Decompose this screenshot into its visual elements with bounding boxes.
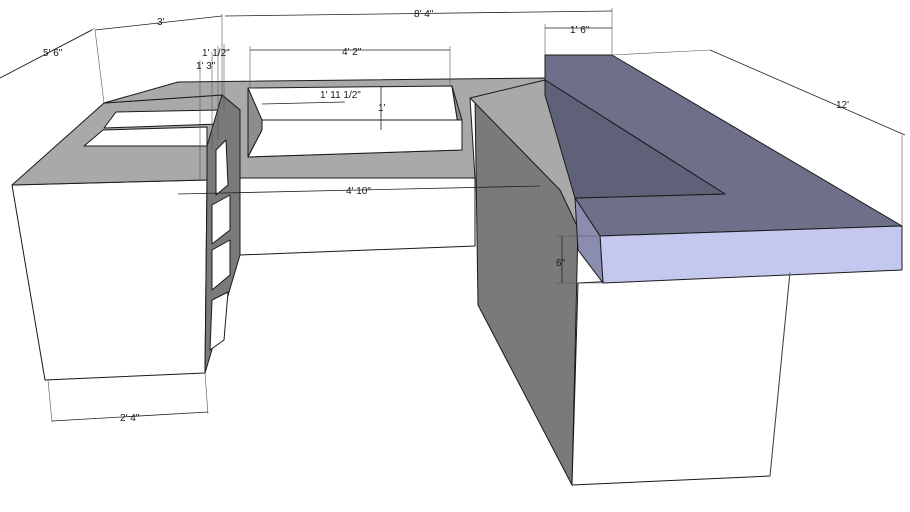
dim-bar-depth: 1' 6" — [570, 25, 590, 36]
dim-left-width: 3' — [157, 17, 165, 28]
center-opening-back — [247, 119, 463, 158]
dim-small-a: 1' 1/2" — [202, 48, 230, 59]
bar-front-edge — [599, 225, 903, 284]
dim-bar-length: 12' — [836, 100, 849, 111]
dim-lower-width: 4' 10" — [346, 186, 371, 197]
dim-opening-width: 4' 2" — [342, 47, 362, 58]
dim-bar-thickness: 6" — [556, 258, 566, 269]
dim-bottom-width: 2' 4" — [120, 413, 140, 424]
dim-opening-depth: 1' 11 1/2" — [320, 90, 361, 101]
left-cabinet-front — [11, 179, 208, 381]
bar-base-front — [571, 271, 791, 486]
dim-left-depth: 5' 6" — [43, 48, 63, 59]
dim-opening-height: 1' — [378, 103, 386, 114]
dim-small-b: 1' 3" — [196, 61, 216, 72]
shelf-opening-4 — [215, 139, 229, 196]
shelf-opening-3 — [209, 291, 229, 351]
left-top-opening-1 — [83, 126, 208, 147]
shelf-opening-2 — [211, 239, 231, 291]
dim-top-overall: 8' 4" — [414, 9, 434, 20]
shelf-opening-1 — [211, 194, 231, 245]
